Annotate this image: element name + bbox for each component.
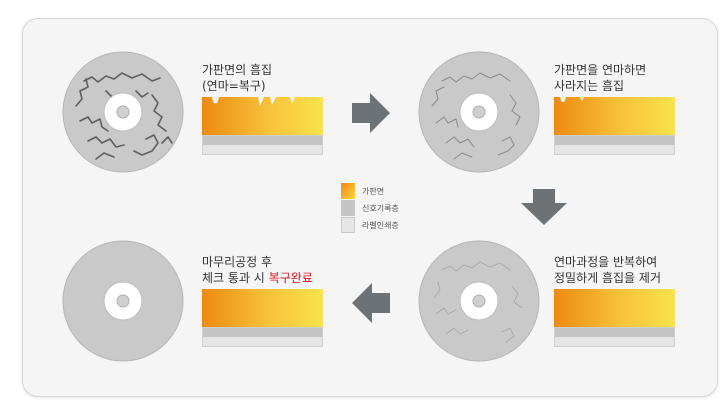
- legend-swatch-signal-layer: [341, 200, 355, 216]
- disc-clean: [62, 240, 184, 362]
- step3-caption: 연마과정을 반복하여 정밀하게 흠집을 제거: [554, 254, 661, 286]
- step3-line2: 정밀하게 흠집을 제거: [554, 271, 661, 285]
- cross-section-restored: [202, 289, 323, 347]
- right-arrow-icon: [352, 93, 390, 133]
- disc-faint-scratches: [418, 51, 540, 173]
- step1-line1: 가판면의 흠집: [202, 63, 273, 77]
- disc-very-faint-scratches: [418, 240, 540, 362]
- restore-complete-highlight: 복구완료: [268, 271, 313, 285]
- step2-line1: 가판면을 연마하면: [554, 63, 647, 77]
- down-arrow-icon: [521, 189, 567, 225]
- cross-section-deep-scratches: [202, 97, 323, 155]
- cross-section-polished: [554, 289, 675, 347]
- step2-caption: 가판면을 연마하면 사라지는 흠집: [554, 62, 646, 94]
- legend-label-signal-layer: 신호기록층: [362, 204, 399, 213]
- step4-line2-text: 체크 통과 시: [202, 271, 269, 285]
- step4-caption: 마무리공정 후 체크 통과 시 복구완료: [202, 254, 313, 286]
- legend-swatch-label-layer: [341, 217, 355, 233]
- step1-line2: (연마=복구): [202, 79, 266, 93]
- cross-section-shallow-scratches: [554, 97, 675, 155]
- left-arrow-icon: [352, 283, 390, 323]
- step2-line2: 사라지는 흠집: [554, 79, 625, 93]
- step4-line1: 마무리공정 후: [202, 255, 273, 269]
- legend-label-substrate: 가판면: [362, 187, 385, 196]
- legend-swatch-substrate: [341, 183, 355, 199]
- step4-line2: 체크 통과 시 복구완료: [202, 270, 313, 286]
- disc-heavy-scratches: [62, 51, 184, 173]
- legend-label-label-layer: 라벨인쇄층: [362, 221, 399, 230]
- step3-line1: 연마과정을 반복하여: [554, 255, 658, 269]
- step1-caption: 가판면의 흠집 (연마=복구): [202, 62, 272, 94]
